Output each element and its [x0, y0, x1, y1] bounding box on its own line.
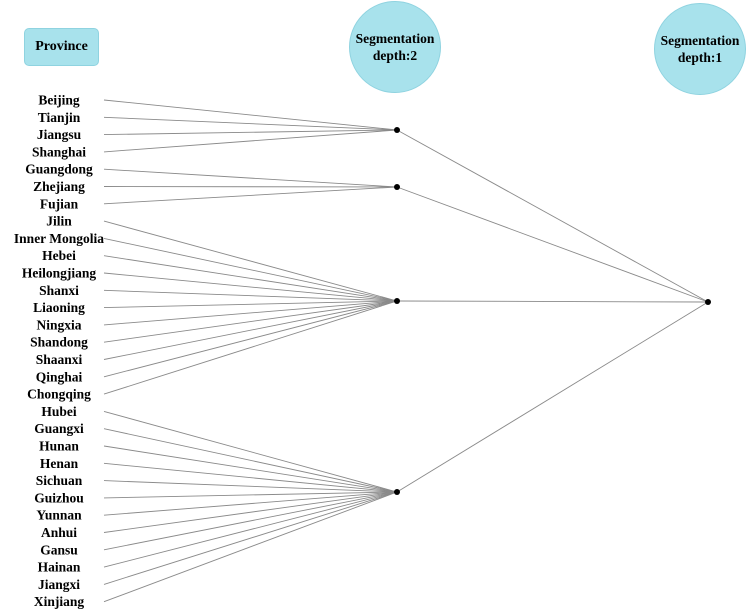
province-edge: [103, 491, 398, 516]
province-label: Guangxi: [34, 421, 84, 436]
province-edge: [103, 300, 398, 309]
province-label: Beijing: [38, 93, 80, 108]
province-edge: [103, 491, 398, 499]
province-edge: [103, 480, 398, 493]
province-label: Yunnan: [36, 508, 82, 523]
province-label: Tianjin: [38, 110, 81, 125]
province-label: Qinghai: [36, 369, 83, 384]
province-label: Zhejiang: [33, 179, 85, 194]
province-label: Jilin: [46, 214, 72, 229]
province-label: Liaoning: [33, 300, 85, 315]
province-label: Fujian: [40, 196, 79, 211]
province-edge: [103, 491, 398, 533]
segmentation-depth-2-header: Segmentation depth:2: [349, 1, 441, 93]
province-edge: [103, 410, 398, 493]
province-label: Sichuan: [36, 473, 83, 488]
province-label: Hunan: [39, 439, 79, 454]
segmentation-depth-2-label: Segmentation depth:2: [355, 31, 435, 63]
depth-2-cluster-node: [394, 184, 400, 190]
province-edge: [103, 186, 398, 205]
province-edge: [103, 491, 398, 603]
province-edge: [103, 300, 398, 395]
province-edge: [103, 491, 398, 551]
province-edge: [103, 129, 398, 136]
province-edge: [103, 300, 398, 360]
segmentation-depth-1-label: Segmentation depth:1: [660, 33, 740, 65]
province-edge: [103, 445, 398, 493]
province-edge: [103, 129, 398, 153]
province-edge: [103, 428, 398, 493]
province-label: Hebei: [42, 248, 76, 263]
province-label: Guizhou: [34, 490, 84, 505]
cluster-edge: [396, 186, 709, 303]
province-label: Heilongjiang: [22, 266, 97, 281]
province-edge: [103, 300, 398, 343]
province-edge: [103, 116, 398, 131]
province-edge: [103, 237, 398, 302]
province-edge: [103, 289, 398, 302]
depth-2-cluster-node: [394, 127, 400, 133]
province-edge: [103, 300, 398, 378]
province-header: Province: [24, 28, 99, 66]
province-header-label: Province: [35, 39, 88, 54]
province-label: Anhui: [41, 525, 77, 540]
province-label: Shaanxi: [36, 352, 83, 367]
province-label: Jiangsu: [37, 127, 82, 142]
province-edge: [103, 300, 398, 326]
province-label: Guangdong: [25, 162, 93, 177]
province-edge: [103, 186, 398, 188]
province-edge: [103, 220, 398, 302]
province-labels: BeijingTianjinJiangsuShanghaiGuangdongZh…: [14, 93, 104, 610]
province-edge: [103, 168, 398, 188]
province-label: Gansu: [40, 542, 78, 557]
province-label: Ningxia: [36, 317, 81, 332]
province-edge: [103, 272, 398, 302]
province-edge: [103, 491, 398, 568]
province-label: Chongqing: [27, 387, 91, 402]
province-label: Xinjiang: [34, 594, 85, 609]
province-edge: [103, 99, 398, 131]
province-label: Henan: [40, 456, 79, 471]
province-edge: [103, 462, 398, 493]
cluster-edge: [396, 129, 709, 303]
cluster-edge: [396, 300, 709, 303]
depth-1-root-node: [705, 299, 711, 305]
province-edge: [103, 491, 398, 585]
depth-2-cluster-node: [394, 489, 400, 495]
province-label: Hainan: [38, 560, 81, 575]
edges-layer: [103, 99, 709, 603]
province-label: Jiangxi: [38, 577, 80, 592]
province-label: Inner Mongolia: [14, 231, 104, 246]
nodes-layer: [394, 127, 711, 495]
province-label: Shanghai: [32, 144, 86, 159]
province-label: Shanxi: [39, 283, 79, 298]
province-label: Hubei: [41, 404, 77, 419]
cluster-edge: [396, 301, 709, 493]
segmentation-depth-1-header: Segmentation depth:1: [654, 3, 746, 95]
province-label: Shandong: [30, 335, 88, 350]
province-edge: [103, 255, 398, 302]
depth-2-cluster-node: [394, 298, 400, 304]
